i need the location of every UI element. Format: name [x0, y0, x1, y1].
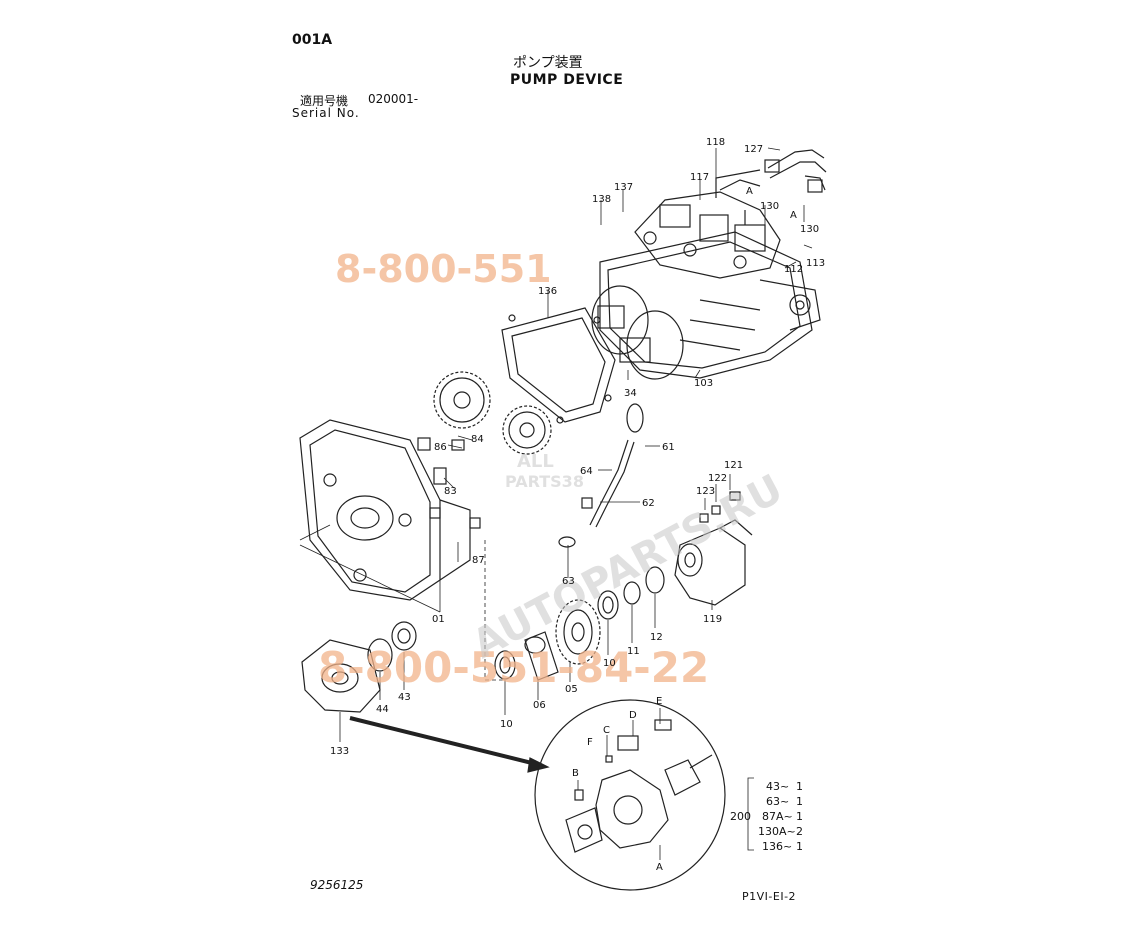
kit-qty: 1	[796, 810, 803, 823]
leader-lines	[299, 147, 813, 860]
callout-label: 86	[434, 442, 447, 453]
callout-label: A	[746, 186, 753, 197]
kit-number: 200	[730, 810, 751, 823]
kit-part: 63~	[766, 795, 789, 808]
snap-ring-12	[645, 566, 665, 594]
coupling	[301, 639, 381, 713]
callout-label: 123	[696, 486, 715, 497]
kit-qty: 1	[796, 840, 803, 853]
seal-11	[623, 581, 641, 605]
callout-label: 10	[500, 719, 513, 730]
watermark-phone-bottom: 8-800-551-84-22	[318, 643, 709, 692]
callout-label: 63	[562, 576, 575, 587]
callout-label: 61	[662, 442, 675, 453]
watermark-site: AUTOPARTS.RU	[465, 466, 790, 668]
callout-label: 117	[690, 172, 709, 183]
callout-label: 84	[471, 434, 484, 445]
callout-label: 10	[603, 658, 616, 669]
document-number: 9256125	[310, 878, 364, 892]
callout-label: 122	[708, 473, 727, 484]
level-gauge	[558, 403, 644, 548]
callout-label: 01	[432, 614, 445, 625]
callout-label: 121	[724, 460, 743, 471]
drive-gear	[555, 599, 601, 665]
detail-view-circle	[534, 699, 726, 891]
kit-part: 43~	[766, 780, 789, 793]
callout-label: 87	[472, 555, 485, 566]
watermark-phone-top: 8-800-551	[335, 247, 552, 291]
plug-parts	[417, 437, 481, 529]
gasket	[501, 307, 616, 424]
serial-value: 020001-	[368, 92, 419, 106]
callout-label: D	[629, 710, 637, 721]
callout-label: 133	[330, 746, 349, 757]
callout-label: 118	[706, 137, 725, 148]
kit-list: 200 43~ 1 63~ 1 87A~ 1 130A~ 2 136~ 1	[730, 780, 803, 853]
kit-qty: 1	[796, 780, 803, 793]
callout-label: 11	[627, 646, 640, 657]
spline-shaft	[524, 631, 559, 681]
callout-label: 112	[784, 264, 803, 275]
callout-label: A	[656, 862, 663, 873]
regulator-assembly	[634, 179, 781, 279]
callout-label: 138	[592, 194, 611, 205]
title-english: PUMP DEVICE	[510, 72, 624, 88]
coupling-element	[565, 769, 669, 853]
kit-part: 87A~	[762, 810, 793, 823]
callout-label: A	[790, 210, 797, 221]
callout-label: 127	[744, 144, 763, 155]
detail-parts	[574, 719, 713, 801]
gear-small	[502, 405, 552, 455]
callout-label: 130	[760, 201, 779, 212]
gear-pump	[674, 519, 753, 606]
detail-pointer	[349, 716, 541, 767]
serial-label-japanese: 適用号機	[300, 94, 349, 108]
callout-label: 113	[806, 258, 825, 269]
sheet-code: P1VI-EI-2	[742, 890, 797, 903]
pump-body	[591, 231, 821, 380]
callout-label: 05	[565, 684, 578, 695]
callout-label: 62	[642, 498, 655, 509]
callout-label: 83	[444, 486, 457, 497]
callout-label: 44	[376, 704, 389, 715]
callout-label: E	[656, 696, 662, 707]
callout-label: 136	[538, 286, 557, 297]
kit-qty: 2	[796, 825, 803, 838]
page-code: 001A	[292, 32, 333, 48]
callout-label: 12	[650, 632, 663, 643]
kit-part: 136~	[762, 840, 792, 853]
callout-label: 119	[703, 614, 722, 625]
callout-label: C	[603, 725, 610, 736]
callout-label: 64	[580, 466, 593, 477]
bolt-121-123	[699, 491, 741, 523]
snap-ring-44	[367, 638, 393, 672]
title-japanese: ポンプ装置	[513, 55, 583, 71]
bearing-10-lower	[494, 650, 516, 680]
callout-label: B	[572, 768, 579, 779]
callout-labels: 118 127 117 137 138 130 130 113 112 136 …	[330, 137, 825, 873]
kit-qty: 1	[796, 795, 803, 808]
callout-label: 06	[533, 700, 546, 711]
bearing-10-upper	[597, 590, 619, 620]
pilot-pipe	[715, 149, 827, 198]
callout-label: 103	[694, 378, 713, 389]
callout-label: F	[587, 737, 593, 748]
gear-large	[433, 371, 491, 429]
watermark-logo-bottom: PARTS38	[505, 472, 584, 491]
callout-label: 130	[800, 224, 819, 235]
callout-label: 34	[624, 388, 637, 399]
serial-label-english: Serial No.	[292, 106, 360, 120]
callout-label: 43	[398, 692, 411, 703]
watermark-logo-top: ALL	[517, 451, 554, 472]
bearing-43	[391, 621, 417, 651]
callout-label: 137	[614, 182, 633, 193]
kit-part: 130A~	[758, 825, 796, 838]
